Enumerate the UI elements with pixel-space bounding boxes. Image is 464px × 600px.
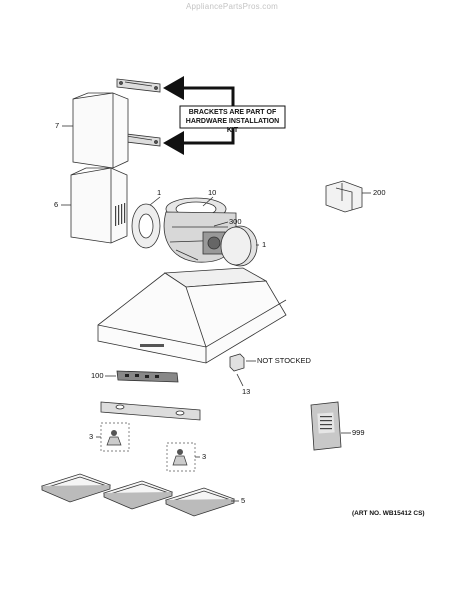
lower-duct-cover: [70, 167, 128, 244]
callout-line-2: HARDWARE INSTALLATION KIT: [185, 118, 280, 134]
bracket-callout: BRACKETS ARE PART OF HARDWARE INSTALLATI…: [180, 108, 285, 135]
grease-filter-3: [164, 487, 236, 517]
label-part-1-left: 1: [157, 188, 162, 197]
label-part-6: 6: [54, 200, 59, 209]
label-part-3-left: 3: [89, 432, 94, 441]
label-part-300: 300: [229, 217, 242, 226]
leader-lines: [61, 125, 371, 434]
label-part-7: 7: [55, 121, 60, 130]
hood-canopy: [97, 267, 287, 364]
callout-box: [179, 105, 286, 129]
site-watermark: AppliancePartsPros.com: [186, 2, 278, 11]
light-socket-part: [229, 353, 245, 372]
label-part-1-right: 1: [262, 240, 267, 249]
part-200-clip: [325, 180, 363, 213]
control-board: [116, 370, 179, 383]
grease-filter-1: [40, 473, 112, 503]
art-number: (ART NO. WB15412 CS): [352, 510, 425, 517]
light-rail: [100, 401, 201, 421]
callout-arrows: [163, 76, 235, 155]
owners-manual: [310, 401, 342, 451]
label-not-stocked: NOT STOCKED: [257, 356, 311, 365]
label-part-5: 5: [241, 496, 246, 505]
callout-line-1: BRACKETS ARE PART OF: [188, 109, 277, 116]
label-part-100: 100: [91, 371, 104, 380]
lamp-left: [100, 422, 130, 452]
upper-bracket: [116, 78, 161, 93]
label-part-3-right: 3: [202, 452, 207, 461]
label-part-13: 13: [242, 387, 251, 396]
lamp-right: [166, 442, 196, 472]
label-part-10: 10: [208, 188, 217, 197]
transition-ring-right: [220, 225, 258, 267]
transition-ring-left: [131, 203, 161, 249]
upper-duct-cover: [72, 92, 129, 169]
label-part-200: 200: [373, 188, 386, 197]
label-part-999: 999: [352, 428, 365, 437]
grease-filter-2: [102, 480, 174, 510]
